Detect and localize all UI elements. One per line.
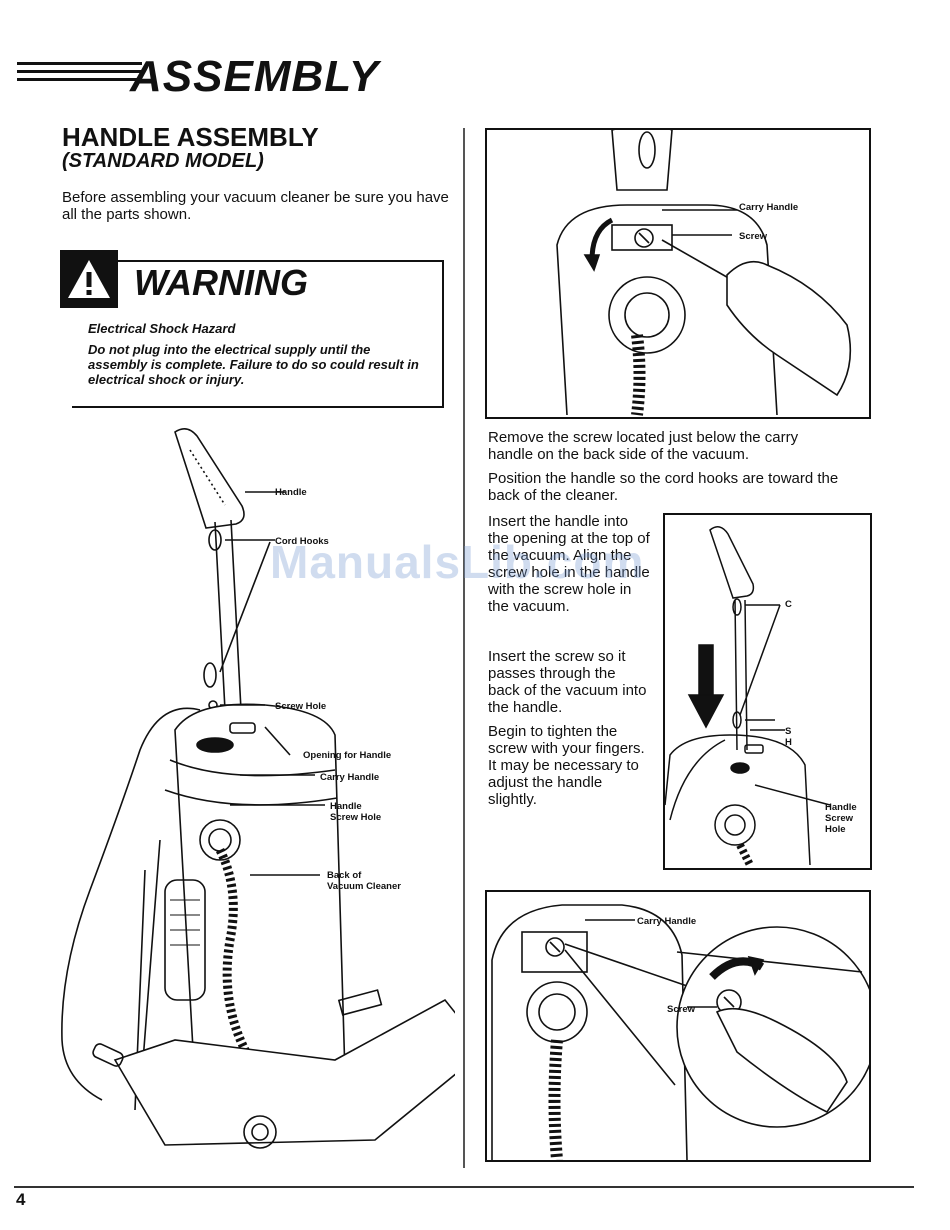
label-screw-bottom: Screw xyxy=(667,1004,695,1015)
warning-title: WARNING xyxy=(134,262,308,303)
step-insert-handle: Insert the handle into the opening at th… xyxy=(488,513,650,615)
insert-handle-illustration xyxy=(665,526,831,867)
step-position-handle: Position the handle so the cord hooks ar… xyxy=(488,470,839,504)
label-cord-hooks: Cord Hooks xyxy=(275,536,329,547)
label-handle: Handle xyxy=(275,487,307,498)
label-screw-hole: Screw Hole xyxy=(275,701,327,712)
warning-heading: Electrical Shock Hazard xyxy=(88,321,236,336)
tighten-screw-illustration xyxy=(491,904,869,1160)
label-handle-screw-hole-1: Handle xyxy=(330,801,362,812)
label-screw-top: Screw xyxy=(739,231,767,242)
warning-box xyxy=(72,260,444,408)
step-remove-screw: Remove the screw located just below the … xyxy=(488,429,799,463)
warning-icon-tab xyxy=(60,250,118,308)
page-number: 4 xyxy=(16,1190,26,1209)
section-title: HANDLE ASSEMBLY xyxy=(62,122,319,152)
label-carry-handle-bottom: Carry Handle xyxy=(637,916,697,927)
step-tighten-screw: Begin to tighten the screw with your fin… xyxy=(488,723,645,808)
intro-text: Before assembling your vacuum cleaner be… xyxy=(62,189,449,223)
label-back-of-cleaner-1: Back of xyxy=(327,870,362,881)
label-handle-screw-hole-2: Screw Hole xyxy=(330,812,382,823)
warning-text: Do not plug into the electrical supply u… xyxy=(88,342,419,387)
label-handle-screw-hole-mid-2: Screw xyxy=(825,813,853,824)
section-subtitle: (STANDARD MODEL) xyxy=(62,150,264,172)
label-handle-screw-hole-mid-3: Hole xyxy=(825,824,846,835)
warning-triangle-icon xyxy=(68,260,110,298)
figure-tighten-screw: Carry Handle Screw xyxy=(485,890,871,1162)
label-h: H xyxy=(785,737,792,748)
label-carry-handle: Carry Handle xyxy=(320,772,380,783)
remove-screw-illustration xyxy=(556,130,852,416)
column-divider xyxy=(463,128,465,1168)
step-insert-screw: Insert the screw so it passes through th… xyxy=(488,648,647,716)
figure-remove-screw: Carry Handle Screw xyxy=(485,128,871,419)
page-title: ASSEMBLY xyxy=(130,52,380,101)
vacuum-illustration xyxy=(61,428,455,1149)
figure-insert-handle: C S H Handle Screw Hole xyxy=(663,513,872,870)
label-c: C xyxy=(785,599,792,610)
title-rule-lines xyxy=(17,62,142,92)
watermark: ManualsLib.com xyxy=(270,536,645,588)
label-opening-for-handle: Opening for Handle xyxy=(303,750,392,761)
label-s: S xyxy=(785,726,792,737)
label-back-of-cleaner-2: Vacuum Cleaner xyxy=(327,881,401,892)
label-carry-handle-top: Carry Handle xyxy=(739,202,799,213)
label-handle-screw-hole-mid-1: Handle xyxy=(825,802,857,813)
footer-rule xyxy=(14,1186,914,1188)
